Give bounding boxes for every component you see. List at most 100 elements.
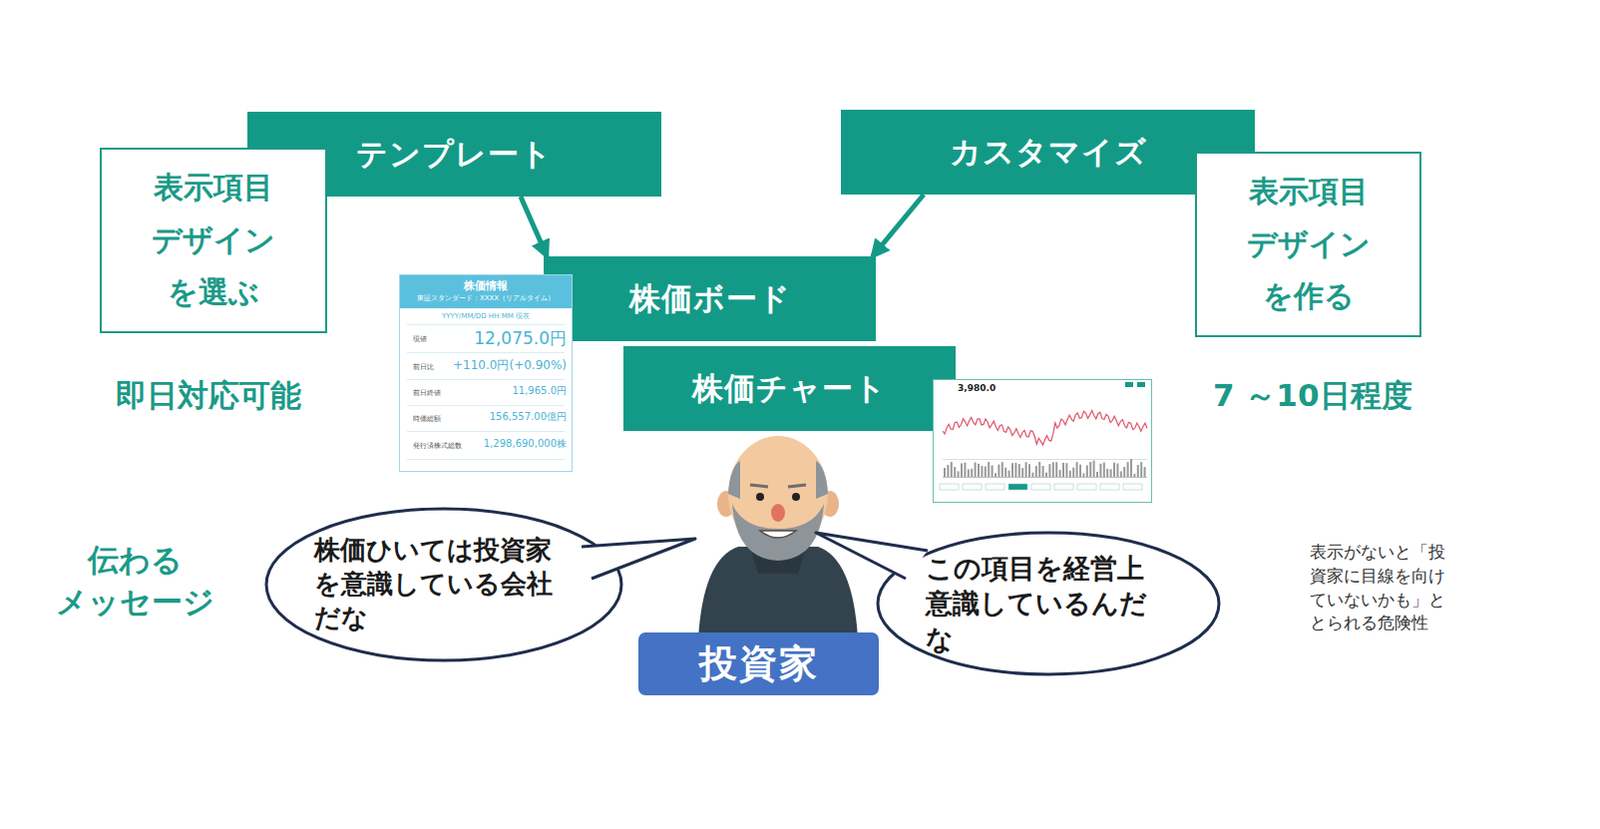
volume-bar (1048, 463, 1051, 477)
chart-button (1137, 382, 1146, 388)
chart-axis (942, 458, 1148, 460)
chart-frame (933, 380, 1153, 503)
bubble-tail (581, 538, 696, 579)
volume-bar (1001, 461, 1004, 477)
volume-bar (1093, 460, 1096, 477)
volume-bar (950, 461, 953, 477)
volume-bar (1021, 467, 1024, 477)
volume-bar (1018, 463, 1021, 477)
board-value: 156,557.00億円 (448, 410, 567, 423)
node-text: 株価チャート (692, 368, 887, 410)
board-row-name: 前日終値 (412, 389, 441, 398)
volume-bar (980, 465, 983, 477)
node-text: 表示項目 デザイン を作る (1230, 165, 1387, 324)
eye (756, 492, 765, 501)
volume-bar (1069, 470, 1072, 477)
volume-bar (1123, 466, 1126, 477)
volume-bar (963, 462, 966, 477)
volume-bar (1004, 467, 1007, 477)
risk-note: 表示がないと「投資家に目線を向けていないかも」ととられる危険性 (1309, 540, 1460, 636)
volume-bar (1096, 471, 1099, 477)
volume-bar (960, 462, 963, 477)
volume-bar (1113, 462, 1116, 477)
bubble-tail (815, 532, 928, 579)
volume-bar (1011, 462, 1014, 477)
node-text: テンプレート (356, 133, 553, 176)
chart-button (1125, 382, 1134, 388)
nose (771, 503, 786, 522)
volume-bar (1065, 462, 1068, 477)
eyebrows (750, 484, 806, 487)
volume-bar (1076, 461, 1079, 477)
chart-axis (942, 476, 1148, 478)
option-box: 表示項目 デザイン を作る (1195, 151, 1422, 338)
volume-bar (1089, 461, 1092, 477)
speech-bubble: 株価ひいては投資家を意識している会社だな (264, 506, 624, 663)
time-note: 即日対応可能 (115, 377, 302, 414)
volume-bar (1014, 462, 1017, 477)
chart-range-buttons (939, 483, 1143, 490)
board-value: 12,075.0円 (448, 328, 567, 349)
node-text: 株価ひいては投資家を意識している会社だな (314, 533, 574, 635)
volume-bar (1082, 472, 1085, 477)
range-button (1031, 483, 1051, 490)
board-value: +110.0円(+0.90%) (438, 358, 567, 373)
volume-bar (1008, 470, 1011, 477)
eye (792, 492, 800, 501)
volume-bar (1025, 461, 1028, 477)
range-button (939, 483, 959, 490)
chart-price: 3,980.0 (957, 383, 996, 395)
node-text: カスタマイズ (949, 131, 1148, 174)
flow-arrow (520, 196, 547, 257)
range-button (1054, 483, 1074, 490)
volume-bar (1099, 463, 1102, 477)
board-frame (400, 275, 573, 472)
board-header (400, 275, 572, 309)
volume-bar (1038, 461, 1041, 477)
range-button (1123, 483, 1143, 490)
board-subtitle: 東証スタンダード：XXXX（リアルタイム） (400, 294, 572, 303)
volume-bar (1031, 472, 1034, 477)
volume-bar (1062, 462, 1065, 477)
board-row-name: 発行済株式総数 (412, 441, 462, 450)
mouth (760, 530, 797, 538)
board-value: 1,298,690,000株 (468, 437, 567, 450)
speech-bubble: この項目を経営上意識しているんだな (875, 530, 1221, 677)
volume-bar (943, 467, 946, 477)
flow-arrow (872, 194, 924, 257)
actor-badge: 投資家 (638, 632, 879, 696)
volume-bar (1110, 468, 1113, 477)
hair (815, 460, 828, 499)
volume-bar (1103, 461, 1106, 477)
volume-bar (1140, 461, 1143, 477)
product-band: 株価ボード (543, 256, 876, 342)
beard (732, 503, 824, 561)
board-row-name: 時価総額 (412, 414, 441, 423)
volume-bar (1072, 467, 1075, 477)
range-button (1100, 483, 1120, 490)
volume-bar (994, 472, 997, 477)
hair (728, 460, 741, 499)
volume-bar (1059, 469, 1062, 477)
volume-bar (1120, 470, 1123, 477)
volume-bar (991, 465, 994, 477)
volume-bar (1106, 468, 1109, 477)
range-button (962, 483, 982, 490)
volume-bar (977, 463, 980, 477)
board-value: 11,965.0円 (448, 385, 567, 398)
volume-bar (967, 468, 970, 477)
row-heading: 伝わる メッセージ (39, 539, 230, 624)
volume-bar (1127, 461, 1130, 477)
volume-bar (1055, 461, 1058, 477)
volume-bar (1086, 464, 1089, 477)
volume-bar (1130, 458, 1133, 477)
volume-bar (997, 464, 1000, 477)
volume-bar (1144, 466, 1147, 477)
bubble-ellipse (877, 532, 1219, 675)
board-title: 株価情報 (400, 279, 572, 293)
bubble-ellipse (266, 508, 622, 661)
node-text: 表示項目 デザイン を選ぶ (135, 161, 292, 320)
